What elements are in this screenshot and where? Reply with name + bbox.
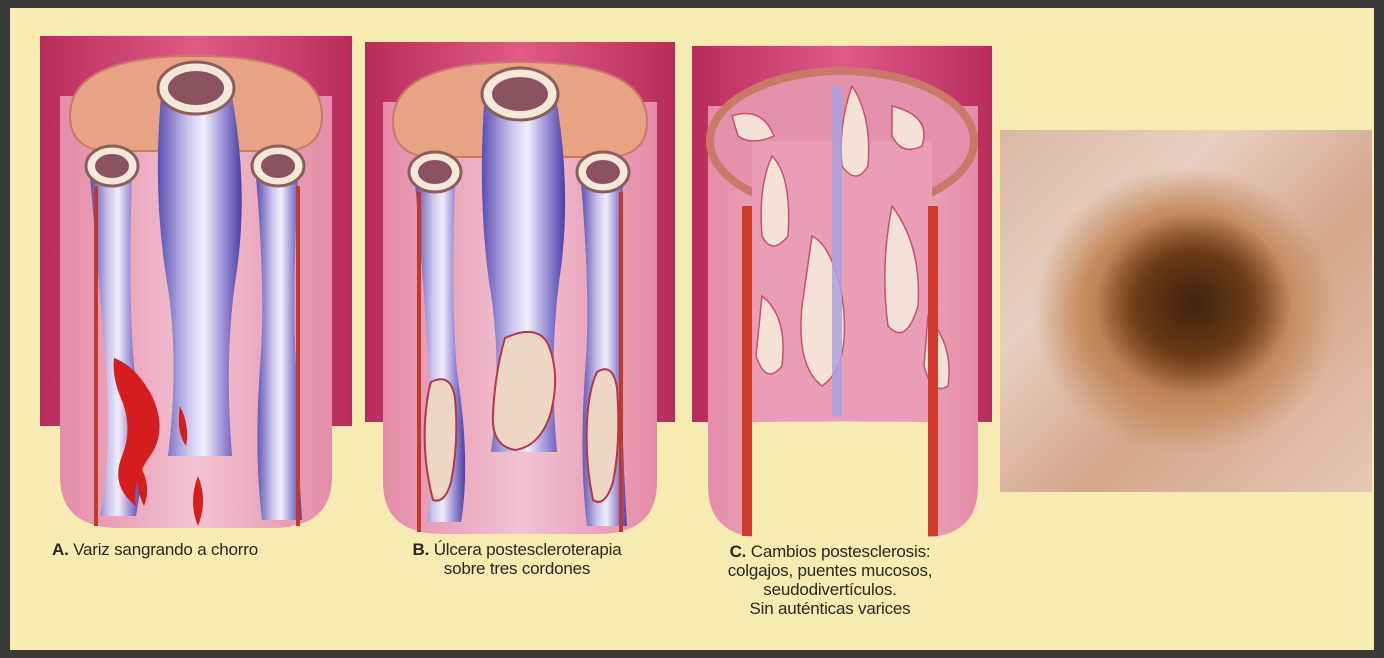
caption-b-line1: Úlcera postescleroterapia xyxy=(434,540,622,559)
caption-a-letter: A. xyxy=(52,540,69,559)
wall-edge-left xyxy=(742,206,752,536)
caption-c-line4: Sin auténticas varices xyxy=(690,599,970,618)
caption-c: C. Cambios postesclerosis: colgajos, pue… xyxy=(690,542,970,618)
caption-c-letter: C. xyxy=(730,542,747,561)
endoscopic-photo xyxy=(1000,130,1372,492)
panel-c-illustration xyxy=(692,46,992,542)
panel-b-illustration xyxy=(365,42,675,542)
wall-edge-right xyxy=(619,192,623,532)
caption-b-line2: sobre tres cordones xyxy=(372,559,662,578)
caption-c-line1: Cambios postesclerosis: xyxy=(751,542,931,561)
varix-right xyxy=(256,176,302,520)
panel-a-illustration xyxy=(40,36,352,536)
figure-plate: A. Variz sangrando a chorro B. Úlcera po… xyxy=(10,8,1374,650)
wall-edge-right xyxy=(296,186,300,526)
caption-b: B. Úlcera postescleroterapia sobre tres … xyxy=(372,540,662,578)
caption-c-line3: seudodivertículos. xyxy=(690,580,970,599)
caption-c-line2: colgajos, puentes mucosos, xyxy=(690,561,970,580)
mucosal-bridge-blue xyxy=(832,86,842,416)
wall-edge-left xyxy=(94,186,98,526)
caption-a-text: Variz sangrando a chorro xyxy=(73,540,258,559)
caption-a: A. Variz sangrando a chorro xyxy=(52,540,258,559)
wall-edge-right xyxy=(928,206,938,536)
caption-b-letter: B. xyxy=(413,540,430,559)
wall-edge-left xyxy=(417,192,421,532)
